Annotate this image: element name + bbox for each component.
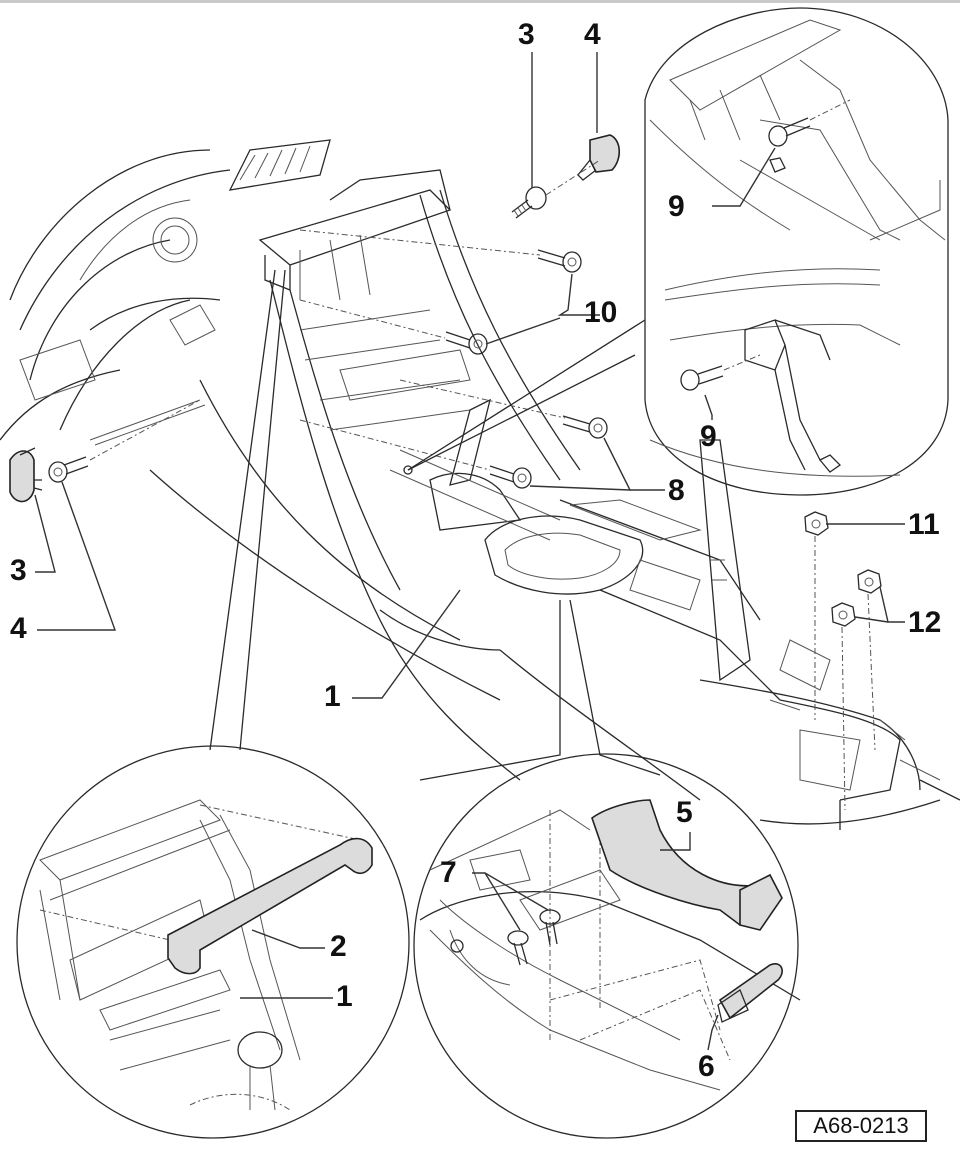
screw-7a bbox=[507, 930, 529, 966]
callout-11: 11 bbox=[908, 508, 940, 541]
callout-1-main: 1 bbox=[324, 680, 341, 713]
nut-12b bbox=[831, 602, 856, 627]
callout-9-top: 9 bbox=[668, 190, 685, 223]
screw-7b bbox=[539, 909, 561, 946]
nut-12a bbox=[857, 569, 882, 594]
callout-9-bottom: 9 bbox=[700, 420, 717, 453]
center-console-body bbox=[0, 139, 960, 830]
top-border bbox=[0, 0, 960, 3]
callout-12: 12 bbox=[908, 606, 942, 639]
leader-lines bbox=[34, 52, 905, 1051]
callout-6: 6 bbox=[698, 1050, 715, 1083]
callout-2: 2 bbox=[330, 930, 347, 963]
callout-3-left: 3 bbox=[10, 554, 27, 587]
callout-3-top: 3 bbox=[518, 18, 535, 51]
callout-7: 7 bbox=[440, 856, 457, 889]
screw-8b bbox=[489, 465, 532, 489]
detail-view-trim-strip bbox=[16, 745, 410, 1139]
callout-4-left: 4 bbox=[10, 612, 27, 645]
detail-view-mounting-bolts bbox=[644, 7, 949, 496]
callout-4-top: 4 bbox=[584, 18, 601, 51]
callout-8: 8 bbox=[668, 474, 685, 507]
hardware-main bbox=[9, 134, 882, 811]
nut-11 bbox=[804, 511, 829, 536]
screw-8a bbox=[562, 415, 608, 439]
screw-10a bbox=[537, 249, 582, 273]
callout-5: 5 bbox=[676, 796, 693, 829]
figure-reference-code: A68-0213 bbox=[795, 1110, 927, 1142]
detail-view-trim-panel bbox=[413, 753, 801, 1139]
callout-1-detail: 1 bbox=[336, 980, 353, 1013]
callout-10: 10 bbox=[584, 296, 618, 329]
